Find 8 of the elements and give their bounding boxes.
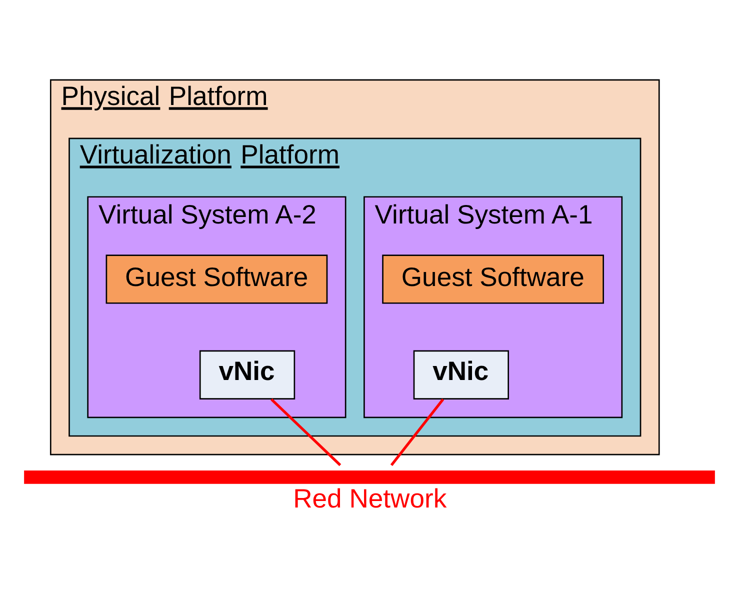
node-box: vNic bbox=[199, 350, 296, 400]
node-bar bbox=[24, 470, 715, 484]
node-label: Red Network bbox=[293, 484, 447, 514]
connector bbox=[270, 398, 342, 466]
connector bbox=[390, 398, 444, 466]
node-box: Guest Software bbox=[382, 254, 604, 304]
node-box: vNic bbox=[413, 350, 509, 400]
node-box: Guest Software bbox=[106, 254, 328, 304]
